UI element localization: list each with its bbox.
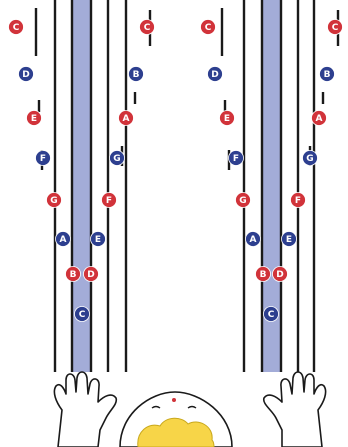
note-marker-g: G [47,193,62,208]
note-label: A [60,235,67,245]
note-label: C [144,23,151,33]
note-label: E [31,114,37,124]
note-marker-c: C [328,20,343,35]
note-label: A [316,114,323,124]
note-label: B [70,270,77,280]
note-label: C [332,23,339,33]
note-label: F [295,196,301,206]
note-label: D [211,70,218,80]
note-marker-a: A [56,232,71,247]
note-marker-b: B [66,267,81,282]
note-label: D [276,270,283,280]
note-marker-e: E [220,111,235,126]
note-marker-b: B [256,267,271,282]
note-marker-d: D [208,67,223,82]
note-label: G [50,196,57,206]
note-label: B [133,70,140,80]
right-hand-icon [264,372,326,447]
note-label: E [95,235,101,245]
note-marker-a: A [312,111,327,126]
note-label: C [13,23,20,33]
note-marker-e: E [91,232,106,247]
note-marker-b: B [320,67,335,82]
note-marker-d: D [273,267,288,282]
note-label: D [22,70,29,80]
note-label: F [106,196,112,206]
note-marker-c: C [9,20,24,35]
note-marker-d: D [84,267,99,282]
note-marker-c: C [201,20,216,35]
note-label: C [205,23,212,33]
note-label: G [239,196,246,206]
note-marker-g: G [236,193,251,208]
note-label: B [260,270,267,280]
note-label: C [79,310,86,320]
note-label: F [233,154,239,164]
nose-icon [172,398,176,402]
note-label: G [306,154,313,164]
note-marker-d: D [19,67,34,82]
note-marker-a: A [246,232,261,247]
note-marker-g: G [110,151,125,166]
note-label: A [250,235,257,245]
note-label: A [123,114,130,124]
note-marker-g: G [303,151,318,166]
note-marker-e: E [27,111,42,126]
note-label: D [87,270,94,280]
note-label: B [324,70,331,80]
note-label: E [286,235,292,245]
note-marker-b: B [129,67,144,82]
note-label: C [268,310,275,320]
note-label: F [40,154,46,164]
left-hand-icon [54,372,116,447]
baby-with-raised-hands-icon [54,372,325,447]
note-marker-c: C [140,20,155,35]
note-marker-f: F [229,151,244,166]
note-label: G [113,154,120,164]
note-marker-c: C [264,307,279,322]
note-marker-e: E [282,232,297,247]
note-marker-f: F [291,193,306,208]
note-marker-c: C [75,307,90,322]
note-marker-f: F [102,193,117,208]
note-marker-f: F [36,151,51,166]
note-marker-a: A [119,111,134,126]
note-label: E [224,114,230,124]
